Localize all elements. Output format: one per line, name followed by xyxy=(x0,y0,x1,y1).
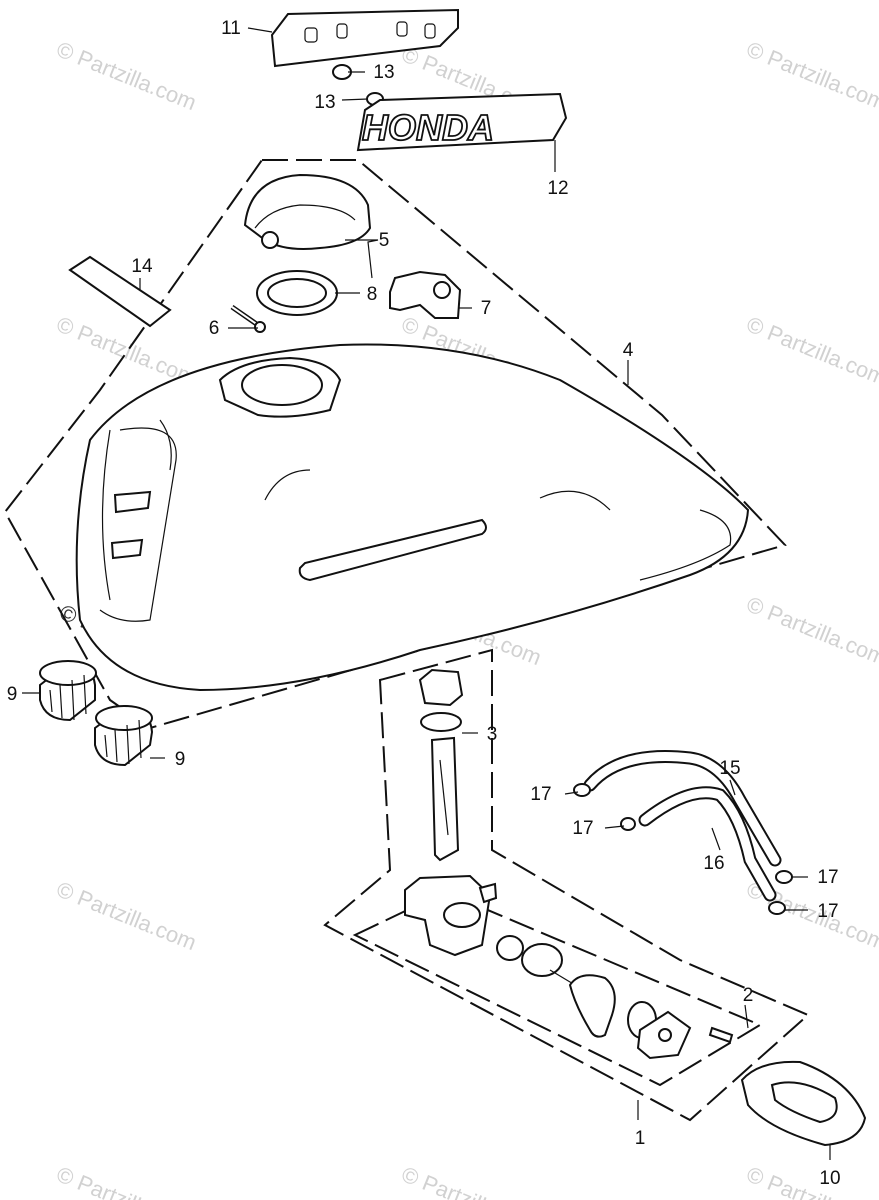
callout-9-upper: 9 xyxy=(7,684,18,705)
cap-gasket[interactable] xyxy=(256,270,338,316)
watermark: © Partzilla.com xyxy=(743,1161,879,1200)
tube-clip[interactable] xyxy=(573,783,591,797)
fuel-tube-long[interactable] xyxy=(583,750,782,867)
fuel-tank[interactable] xyxy=(75,343,750,692)
cap-lock[interactable] xyxy=(389,270,462,319)
callout-7: 7 xyxy=(481,298,492,319)
emblem-plate[interactable] xyxy=(270,8,459,68)
tank-damper-lower[interactable] xyxy=(94,704,154,767)
callouts: 1 2 3 4 5 6 7 8 9 9 10 11 12 13 13 14 15… xyxy=(7,18,841,1189)
callout-16: 16 xyxy=(703,853,724,874)
fuel-cock-body[interactable] xyxy=(404,874,498,957)
callout-17-c: 17 xyxy=(817,867,838,888)
callout-13-lower: 13 xyxy=(314,92,335,113)
fuel-cock-assembly-outline xyxy=(323,648,810,1122)
caution-label[interactable] xyxy=(68,255,172,328)
leader-lines xyxy=(22,27,831,1160)
fuel-cock-inner-outline xyxy=(352,890,763,1087)
callout-11: 11 xyxy=(221,18,241,39)
fuel-tube-short[interactable] xyxy=(638,786,777,902)
cap-pin[interactable] xyxy=(230,304,266,333)
watermark: © Partzilla.com xyxy=(743,591,879,670)
callout-17-d: 17 xyxy=(817,901,838,922)
callout-12: 12 xyxy=(547,178,568,199)
watermark: © Partzilla.com xyxy=(743,311,879,390)
tank-damper-upper[interactable] xyxy=(39,660,97,722)
honda-emblem-text: HONDA xyxy=(362,107,494,148)
callout-3: 3 xyxy=(487,724,498,745)
honda-emblem[interactable]: HONDA xyxy=(356,92,568,152)
watermark: © Partzilla.com xyxy=(743,36,879,115)
callout-13-upper: 13 xyxy=(373,62,394,83)
watermark: © Partzilla.com xyxy=(398,1161,545,1200)
tube-clip[interactable] xyxy=(768,901,786,915)
callout-14: 14 xyxy=(131,256,153,277)
callout-10: 10 xyxy=(819,1168,840,1189)
tube-clip[interactable] xyxy=(620,817,636,831)
callout-5: 5 xyxy=(379,230,390,251)
callout-4: 4 xyxy=(623,340,634,361)
callout-6: 6 xyxy=(209,318,220,339)
watermark: © Partzilla.com xyxy=(53,1161,200,1200)
fuel-strainer[interactable] xyxy=(418,668,464,862)
callout-9-lower: 9 xyxy=(175,749,186,770)
fuel-cock-parts[interactable] xyxy=(496,935,734,1060)
callout-17-b: 17 xyxy=(572,818,593,839)
callout-17-a: 17 xyxy=(530,784,551,805)
cushion-rubber[interactable] xyxy=(740,1060,867,1147)
callout-2: 2 xyxy=(743,985,754,1006)
callout-15: 15 xyxy=(719,758,740,779)
fuel-cap[interactable] xyxy=(243,173,372,250)
callout-8: 8 xyxy=(367,284,378,305)
watermark: © Partzilla.com xyxy=(53,876,200,955)
callout-1: 1 xyxy=(635,1128,646,1149)
tube-clip[interactable] xyxy=(775,870,793,884)
watermark: © Partzilla.com xyxy=(53,36,200,115)
